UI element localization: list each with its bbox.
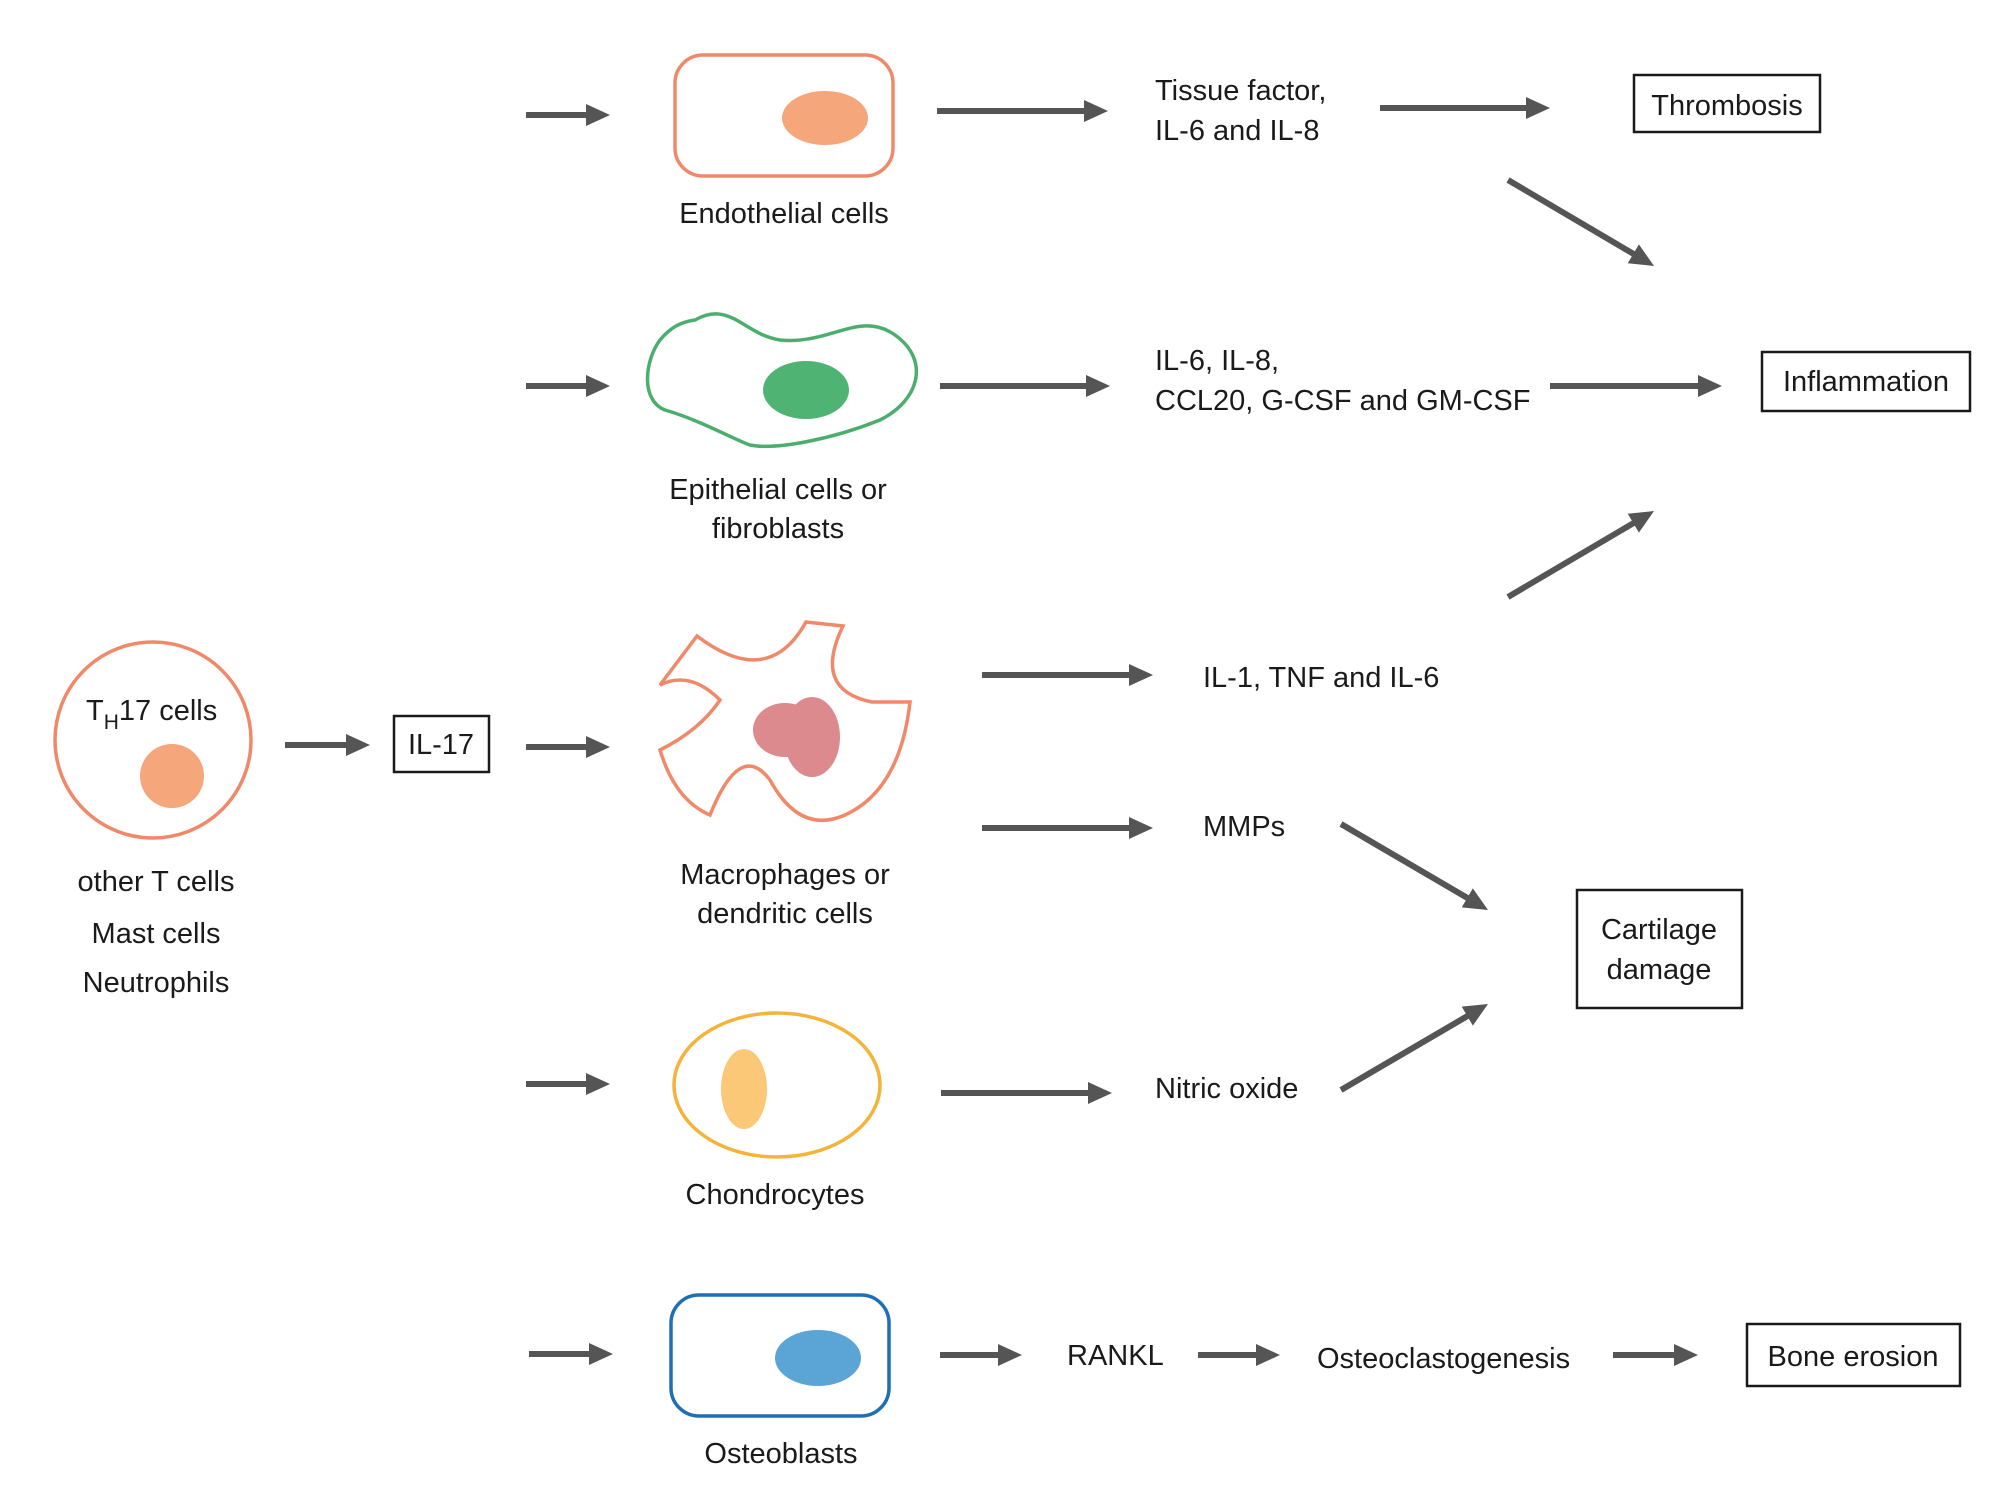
arrow-epithelial-to-mediators: [940, 375, 1110, 397]
other-t-cells-label: other T cells: [78, 866, 235, 898]
rankl-label: RANKL: [1067, 1340, 1164, 1372]
arrow-rankl-to-osteoclastogenesis: [1198, 1344, 1280, 1366]
arrows: [285, 97, 1722, 1366]
arrow-nitric-oxide-to-cartilage: [1339, 1004, 1488, 1093]
osteoclastogenesis-label: Osteoclastogenesis: [1317, 1343, 1570, 1375]
th17-cell-label: TH17 cells: [86, 695, 217, 734]
osteoblast-cell-outline: [669, 1293, 891, 1418]
macrophage-cytokines-label: IL-1, TNF and IL-6: [1203, 662, 1439, 694]
arrow-mediators-to-inflammation-diag: [1506, 177, 1654, 266]
endothelial-cells-label: Endothelial cells: [679, 198, 889, 230]
cartilage-damage-box: Cartilage damage: [1575, 888, 1744, 1010]
arrow-macrophage-to-cytokines: [982, 664, 1153, 686]
osteoblast-cell: [669, 1293, 891, 1418]
thrombosis-label: Thrombosis: [1651, 90, 1803, 122]
endothelial-cell: [673, 53, 895, 178]
arrow-mmps-to-cartilage: [1339, 821, 1488, 910]
nitric-oxide-label: Nitric oxide: [1155, 1073, 1298, 1105]
cartilage-damage-label-line1: Cartilage: [1601, 914, 1717, 946]
epithelial-mediators-line1: IL-6, IL-8,: [1155, 345, 1279, 377]
arrow-il17-to-macrophage: [526, 736, 610, 758]
chondrocyte-cell-nucleus: [721, 1049, 767, 1129]
inflammation-label: Inflammation: [1783, 366, 1949, 398]
arrow-to-epithelial: [526, 375, 610, 397]
arrow-cytokines-to-inflammation: [1506, 511, 1654, 600]
endothelial-cell-outline: [673, 53, 895, 178]
macrophage-cells-label-line2: dendritic cells: [697, 898, 873, 930]
arrow-endothelial-to-mediators: [937, 100, 1108, 122]
arrow-chondrocyte-to-nitric-oxide: [941, 1082, 1112, 1104]
epithelial-cell-outline: [645, 312, 919, 449]
thrombosis-box: Thrombosis: [1632, 73, 1822, 134]
il17-box: IL-17: [392, 714, 491, 774]
arrow-osteoblast-to-rankl: [940, 1344, 1022, 1366]
th17-cell-outline: [53, 640, 253, 840]
macrophage-cell-outline: [657, 620, 912, 823]
arrow-to-endothelial: [526, 104, 610, 126]
chondrocyte-cell: [672, 1011, 882, 1159]
epithelial-cell: [645, 312, 919, 449]
macrophage-cells-label-line1: Macrophages or: [680, 859, 890, 891]
endothelial-cell-nucleus: [782, 91, 868, 145]
macrophage-cell-nucleus-2: [784, 697, 840, 777]
mast-cells-label: Mast cells: [92, 918, 221, 950]
epithelial-mediators-line2: CCL20, G-CSF and GM-CSF: [1155, 385, 1530, 417]
macrophage-cell: [657, 620, 912, 823]
il17-label: IL-17: [408, 729, 474, 761]
th17-cell-nucleus: [140, 744, 204, 808]
arrow-epithelial-mediators-to-inflammation: [1550, 375, 1722, 397]
endothelial-mediators-line1: Tissue factor,: [1155, 75, 1326, 107]
arrow-macrophage-to-mmps: [982, 817, 1153, 839]
arrow-to-osteoblast: [529, 1343, 613, 1365]
epithelial-cells-label-line1: Epithelial cells or: [669, 474, 887, 506]
th17-cell: TH17 cells: [53, 640, 253, 840]
osteoblast-cell-nucleus: [775, 1330, 861, 1386]
cartilage-damage-label-line2: damage: [1607, 954, 1712, 986]
chondrocytes-label: Chondrocytes: [686, 1179, 865, 1211]
mmps-label: MMPs: [1203, 811, 1285, 843]
osteoblasts-label: Osteoblasts: [704, 1438, 857, 1470]
arrow-th17-to-il17: [285, 734, 370, 756]
bone-erosion-label: Bone erosion: [1768, 1341, 1939, 1373]
arrow-to-chondrocyte: [526, 1073, 610, 1095]
chondrocyte-cell-outline: [672, 1011, 882, 1159]
epithelial-cell-nucleus: [763, 361, 849, 419]
endothelial-mediators-line2: IL-6 and IL-8: [1155, 115, 1319, 147]
arrow-mediators-to-thrombosis: [1380, 97, 1550, 119]
bone-erosion-box: Bone erosion: [1745, 1322, 1962, 1388]
inflammation-box: Inflammation: [1760, 350, 1972, 413]
neutrophils-label: Neutrophils: [83, 967, 230, 999]
epithelial-cells-label-line2: fibroblasts: [712, 513, 844, 545]
arrow-osteoclastogenesis-to-bone-erosion: [1613, 1344, 1698, 1366]
